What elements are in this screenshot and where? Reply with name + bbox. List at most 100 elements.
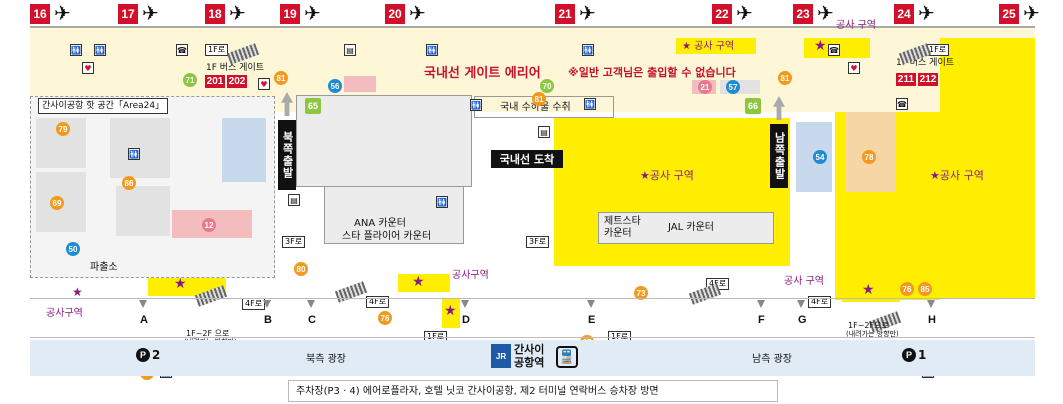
bus-gate-202: 202 <box>227 75 247 88</box>
gate-17: 17 <box>118 4 138 24</box>
construction-zone-small-3 <box>442 298 460 328</box>
south-departure-sign: 남쪽출발 <box>770 124 788 188</box>
gate-25: 25 <box>999 4 1019 24</box>
marker-76: 76 <box>378 311 392 325</box>
star-icon: ★ <box>72 285 83 299</box>
floor-tag-3f: 3F로 <box>282 236 306 248</box>
restroom-icon: 🚻 <box>470 99 482 111</box>
marker-65: 65 <box>305 98 321 114</box>
marker-57: 57 <box>726 80 740 94</box>
gate-22: 22 <box>712 4 732 24</box>
restroom-icon: 🚻 <box>128 148 140 160</box>
marker-71: 71 <box>183 73 197 87</box>
airplane-icon: ✈ <box>304 1 321 25</box>
marker-86: 86 <box>122 176 136 190</box>
marker-50: 50 <box>66 242 80 256</box>
gate-23: 23 <box>793 4 813 24</box>
center-block <box>296 95 472 187</box>
restroom-icon: 🚻 <box>436 196 448 208</box>
construction-label: 공사구역 <box>46 308 83 319</box>
stair-note: (내려가는 방향만) <box>846 330 899 338</box>
construction-label: ★ 공사 구역 <box>682 41 735 52</box>
exit-c[interactable]: C <box>308 314 316 326</box>
exit-arrow <box>587 300 595 308</box>
exit-g[interactable]: G <box>798 314 807 326</box>
floor-tag-1f: 1F로 <box>205 44 229 56</box>
atm-icon: ▤ <box>288 194 300 206</box>
gate-18: 18 <box>205 4 225 24</box>
domestic-arrivals-sign: 국내선 도착 <box>491 150 563 168</box>
jetstar-counter-label: 제트스타 카운터 <box>604 216 641 239</box>
floor-tag-1f: 1F로 <box>926 44 950 56</box>
exit-b[interactable]: B <box>264 314 272 326</box>
marker-70: 70 <box>540 79 554 93</box>
construction-label: 공사구역 <box>452 270 489 281</box>
airplane-icon: ✈ <box>1023 1 1040 25</box>
star-icon: ★ <box>412 274 425 290</box>
restroom-icon: 🚻 <box>70 44 82 56</box>
bus-gate-label: 1F 버스 게이트 <box>896 58 955 68</box>
exit-arrow <box>139 300 147 308</box>
plaza-band <box>30 340 1035 376</box>
airplane-icon: ✈ <box>409 1 426 25</box>
exit-d[interactable]: D <box>462 314 470 326</box>
floor-tag-4f: 4F로 <box>808 296 832 308</box>
star-icon: ★ <box>444 303 457 319</box>
bus-gate-201: 201 <box>205 75 225 88</box>
marker-81: 81 <box>532 92 546 106</box>
exit-arrow <box>307 300 315 308</box>
exit-e[interactable]: E <box>588 314 596 326</box>
star-flyer-counter-label: 스타 플라이어 카운터 <box>342 231 432 242</box>
marker-79: 79 <box>56 122 70 136</box>
restroom-icon: 🚻 <box>582 44 594 56</box>
airplane-icon: ✈ <box>817 1 834 25</box>
north-plaza-label: 북측 광장 <box>306 354 346 365</box>
gate-strip <box>30 2 1035 28</box>
parking-p2-icon: P <box>136 348 150 362</box>
baggage-claim-label: 국내 수하물 수취 <box>500 102 571 113</box>
bus-gate-212: 212 <box>918 73 938 86</box>
gate-19: 19 <box>280 4 300 24</box>
exit-f[interactable]: F <box>758 314 765 326</box>
exit-a[interactable]: A <box>140 314 148 326</box>
marker-21: 21 <box>698 80 712 94</box>
construction-zone-right <box>940 38 1035 298</box>
restroom-icon: 🚻 <box>584 98 596 110</box>
room <box>116 186 170 236</box>
exit-arrow <box>927 300 935 308</box>
bus-gate-label: 1F 버스 게이트 <box>206 63 265 73</box>
station-label-2: 공항역 <box>514 356 545 369</box>
star-icon: ★ <box>814 38 827 54</box>
marker-81: 81 <box>274 71 288 85</box>
area24-label: 간사이공항 핫 공간「Area24」 <box>38 98 169 114</box>
phone-icon: ☎ <box>828 44 840 56</box>
marker-12: 12 <box>202 218 216 232</box>
parking-p1-label: 1 <box>918 348 927 362</box>
airplane-icon: ✈ <box>736 1 753 25</box>
marker-85: 85 <box>918 282 932 296</box>
marker-56: 56 <box>328 79 342 93</box>
exit-arrow <box>263 300 271 308</box>
airplane-icon: ✈ <box>918 1 935 25</box>
marker-80: 80 <box>294 262 308 276</box>
room <box>110 118 170 178</box>
room-blue <box>222 118 266 182</box>
construction-zone-small-4 <box>842 282 900 302</box>
marker-69: 69 <box>50 196 64 210</box>
exit-arrow <box>757 300 765 308</box>
atm-icon: ▤ <box>538 126 550 138</box>
aed-icon: ♥ <box>82 62 94 74</box>
floor-tag-4f: 4F로 <box>366 296 390 308</box>
exit-arrow <box>461 300 469 308</box>
construction-label: 공사 구역 <box>784 276 824 287</box>
airplane-icon: ✈ <box>54 1 71 25</box>
stair-note: 1F~2F으로 <box>848 321 889 330</box>
counter-block <box>324 186 464 244</box>
aed-icon: ♥ <box>258 78 270 90</box>
atm-icon: ▤ <box>344 44 356 56</box>
phone-icon: ☎ <box>896 98 908 110</box>
parking-p1-icon: P <box>902 348 916 362</box>
exit-h[interactable]: H <box>928 314 936 326</box>
airplane-icon: ✈ <box>229 1 246 25</box>
gate-21: 21 <box>555 4 575 24</box>
